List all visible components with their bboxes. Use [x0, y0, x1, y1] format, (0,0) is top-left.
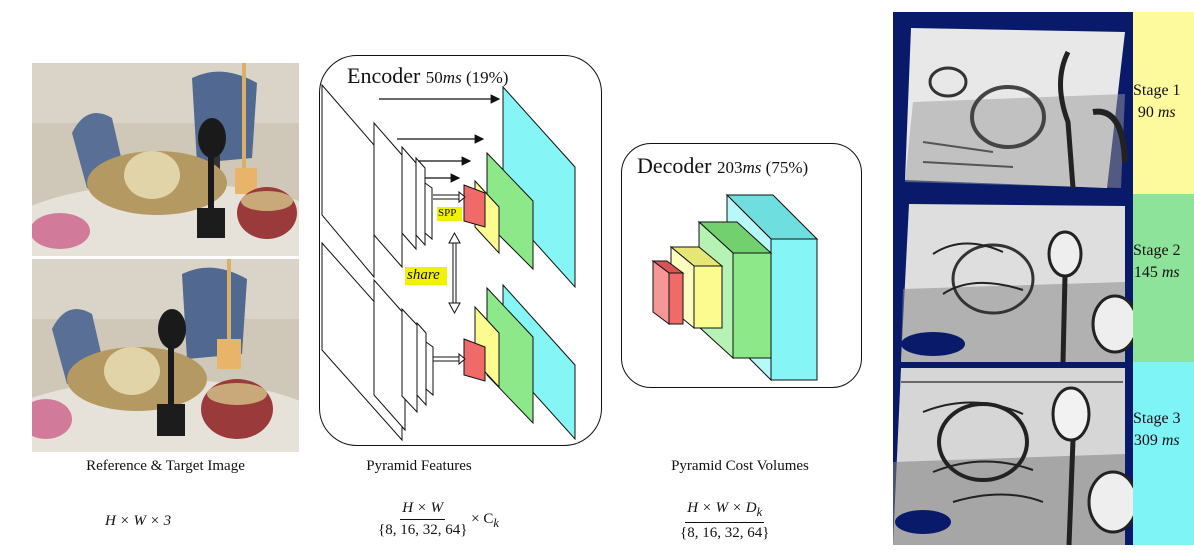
stage-1-name: Stage 1: [1133, 82, 1181, 99]
stage-2-label: Stage 2 145 ms: [1133, 240, 1181, 284]
decoder-formula-num: H × W × Dk: [685, 500, 765, 523]
stage-2-disparity-map: [893, 194, 1133, 362]
stage-3-disparity-map: [893, 362, 1133, 545]
enc-bot-plane-4: [416, 321, 427, 407]
enc-top-plane-4: [415, 156, 426, 247]
dec-red-volume: [651, 260, 685, 325]
enc-top-plane-1: [321, 83, 375, 279]
enc-bot-plane-3: [401, 307, 418, 414]
decoder-title-label: Decoder: [637, 153, 712, 178]
decoder-formula: H × W × Dk {8, 16, 32, 64}: [680, 500, 769, 542]
encoder-formula-num: H × W: [400, 500, 446, 520]
decoder-formula-den: {8, 16, 32, 64}: [680, 525, 770, 541]
stage-2-name: Stage 2: [1133, 242, 1181, 259]
encoder-title-label: Encoder: [347, 63, 421, 88]
encoder-title: Encoder 50ms (19%): [347, 63, 508, 89]
decoder-diagram: [651, 193, 819, 382]
stage-3-label: Stage 3 309 ms: [1133, 408, 1181, 452]
encoder-fraction: H × W {8, 16, 32, 64}: [378, 500, 467, 539]
left-formula-text: H × W × 3: [105, 513, 172, 529]
enc-bot-plane-2: [373, 278, 406, 432]
enc-top-cyan: [502, 85, 576, 289]
encoder-time: 50ms (19%): [425, 68, 509, 87]
spp-label: SPP: [438, 207, 457, 219]
stage-3-name: Stage 3: [1133, 410, 1181, 427]
enc-top-plane-2: [373, 121, 403, 269]
left-caption: Reference & Target Image: [86, 458, 245, 474]
encoder-formula-den: {8, 16, 32, 64}: [378, 522, 468, 538]
decoder-title: Decoder 203ms (75%): [637, 153, 808, 179]
enc-top-red: [463, 184, 486, 228]
reference-image: [32, 63, 299, 256]
encoder-caption: Pyramid Features: [366, 458, 472, 474]
encoder-formula: H × W {8, 16, 32, 64} × Ck: [378, 500, 499, 539]
decoder-time: 203ms (75%): [717, 158, 809, 177]
share-highlight: [405, 267, 447, 285]
decoder-caption: Pyramid Cost Volumes: [671, 458, 809, 474]
spp-highlight: [437, 207, 462, 221]
stage-1-disparity-map: [893, 12, 1133, 194]
stage-1-label: Stage 1 90 ms: [1133, 80, 1181, 124]
stage-3-time: 309 ms: [1133, 432, 1180, 449]
decoder-fraction: H × W × Dk {8, 16, 32, 64}: [680, 500, 769, 542]
left-formula: H × W × 3: [105, 513, 171, 530]
enc-top-plane-5: [424, 182, 433, 241]
stage-2-time: 145 ms: [1133, 264, 1180, 281]
enc-bot-red: [463, 338, 486, 382]
enc-bot-plane-5: [425, 341, 434, 397]
target-image: [32, 259, 299, 452]
encoder-diagram: [321, 83, 576, 442]
share-label: share: [407, 267, 440, 283]
encoder-formula-tail: × Ck: [471, 510, 499, 530]
stage-1-time: 90 ms: [1137, 104, 1176, 121]
enc-top-plane-3: [401, 145, 417, 251]
